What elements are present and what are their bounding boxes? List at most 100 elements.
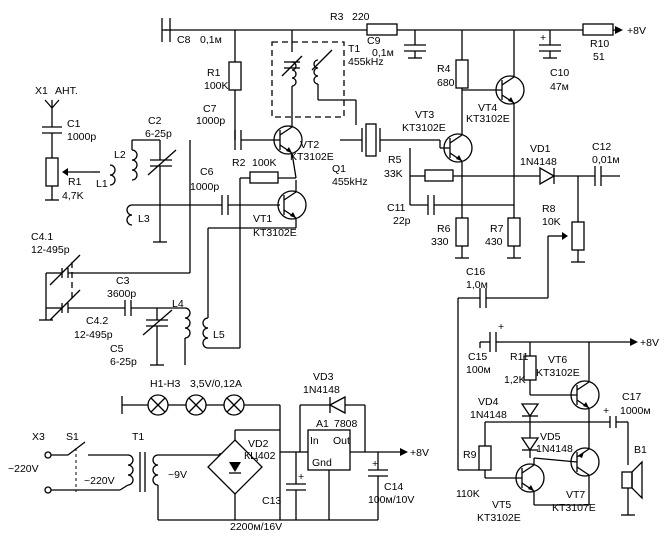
VT3-ref: VT3 — [415, 109, 434, 121]
R5-resistor: R5 33K — [384, 148, 540, 205]
R1-ref: R1 — [68, 176, 82, 188]
psu-output: +8V — [400, 447, 429, 459]
R9-value: 110K — [456, 488, 480, 500]
R4-value: 680 — [437, 77, 455, 89]
C10-capacitor: + C10 47м — [539, 30, 569, 93]
VT5-ref: VT5 — [492, 499, 511, 511]
C16-value: 1,0м — [466, 279, 488, 291]
VT3-value: KT3102E — [402, 122, 446, 134]
top-rail-terminal: +8V — [615, 25, 646, 37]
C41-ref: C4.1 — [31, 231, 53, 243]
C13-ref: C13 — [262, 495, 281, 507]
C4-1-variable-capacitor: C4.1 12-495p — [31, 140, 191, 286]
R11-value: 1,2K — [504, 374, 526, 386]
C14-capacitor: + C14 100м/10V — [350, 452, 414, 521]
L5-ref: L5 — [213, 329, 225, 341]
R3-resistor: R3 220 — [330, 11, 398, 36]
VD2-ref: VD2 — [248, 438, 269, 450]
R1b-ref: R1 — [207, 67, 221, 79]
C1-value: 1000p — [67, 131, 96, 143]
C9-ref: C9 — [367, 35, 381, 47]
C17-plus: + — [603, 405, 609, 417]
C8-ref: C8 — [177, 34, 191, 46]
X3-ref: X3 — [32, 431, 45, 443]
C8-value: 0,1м — [200, 34, 222, 46]
T1p-prim: ~220V — [84, 475, 115, 487]
L1-coil: L1 — [92, 164, 116, 190]
B1-speaker: B1 — [621, 444, 647, 516]
X3-mains-input: X3 ~220V S1 — [8, 431, 120, 494]
R1b-value: 100K — [204, 80, 229, 92]
VD5-value: 1N4148 — [536, 443, 573, 455]
L1-ref: L1 — [96, 178, 108, 190]
A1-out: Out — [333, 435, 350, 447]
VT7-value: KT3107E — [552, 502, 596, 514]
T1-value: 455kHz — [348, 56, 384, 68]
antenna-X1: X1 АНТ. C1 1000p — [35, 85, 96, 158]
VT4-ref: VT4 — [478, 102, 497, 114]
C11-capacitor: C11 22p — [387, 195, 514, 227]
VT1-ref: VT1 — [253, 213, 272, 225]
A1-regulator: A1 7808 In Gnd Out — [296, 418, 400, 520]
R2-value: 100K — [252, 157, 277, 169]
R4-ref: R4 — [437, 63, 451, 75]
C6-capacitor: C6 1000p — [190, 166, 280, 215]
VT1-value: KT3102E — [253, 227, 297, 239]
C12-value: 0,01м — [592, 154, 620, 166]
A1-value: 7808 — [334, 418, 358, 430]
C13-value: 2200м/16V — [230, 521, 282, 533]
C14-ref: C14 — [384, 481, 403, 493]
L2-coil: L2 — [114, 139, 160, 181]
C3-value: 3600p — [107, 288, 136, 300]
C17-ref: C17 — [622, 391, 641, 403]
C9-capacitor: C9 0,1м — [367, 30, 426, 59]
VT3-transistor: VT3 KT3102E — [402, 88, 473, 218]
VD3-value: 1N4148 — [303, 384, 340, 396]
C16-capacitor: C16 1,0м — [457, 266, 548, 470]
A1-ref: A1 — [316, 418, 329, 430]
lamps-ref: H1-H3 — [150, 378, 181, 390]
C5-trimmer: C5 6-25p — [110, 308, 173, 368]
R5-value: 33K — [384, 168, 403, 180]
R1-potentiometer: R1 4,7K — [45, 157, 92, 202]
C14-value: 100м/10V — [368, 494, 414, 506]
VD1-diode: VD1 1N4148 — [520, 143, 595, 186]
A1-in: In — [310, 435, 319, 447]
C15-ref: C15 — [468, 351, 487, 363]
VD4-value: 1N4148 — [470, 409, 507, 421]
C1-ref: C1 — [67, 118, 81, 130]
C12-capacitor: C12 0,01м — [577, 141, 620, 230]
Q1-ref: Q1 — [332, 163, 346, 175]
C17-capacitor: + C17 1000м — [603, 391, 651, 465]
VT6-value: KT3102E — [536, 367, 580, 379]
R11-ref: R11 — [510, 351, 529, 363]
C12-ref: C12 — [592, 141, 611, 153]
lamps-value: 3,5V/0,12A — [190, 378, 242, 390]
L4-coil: L4 — [172, 298, 191, 365]
C10-value: 47м — [550, 81, 569, 93]
VD2-bridge-rectifier: VD2 КЦ402 — [158, 429, 350, 521]
C42-value: 12-495p — [74, 329, 113, 341]
antenna-ref: X1 — [35, 85, 48, 97]
C4-2-variable-capacitor: C4.2 12-495p — [46, 289, 125, 341]
C11-ref: C11 — [387, 202, 406, 214]
T1p-ref: T1 — [132, 431, 144, 443]
top-rail-label: +8V — [627, 25, 646, 37]
R9-ref: R9 — [463, 449, 477, 461]
T1-mains-transformer: T1 ~220V ~9V — [84, 431, 220, 520]
VT2-value: KT3102E — [290, 151, 334, 163]
VT7-ref: VT7 — [566, 489, 585, 501]
VT6-ref: VT6 — [548, 354, 567, 366]
audio-rail-label: +8V — [640, 337, 659, 349]
C2-trimmer: C2 6-25p — [145, 115, 177, 200]
C17-value: 1000м — [620, 405, 651, 417]
VT2-ref: VT2 — [300, 139, 319, 151]
psu-rail-label: +8V — [410, 447, 429, 459]
R11-resistor: R11 1,2K — [504, 342, 537, 395]
B1-ref: B1 — [634, 444, 647, 456]
R3-ref: R3 — [330, 11, 344, 23]
C10-plus: + — [540, 32, 546, 44]
S1-ref: S1 — [66, 431, 79, 443]
L3-ref: L3 — [138, 213, 150, 225]
VD3-diode: VD3 1N4148 — [299, 371, 366, 452]
